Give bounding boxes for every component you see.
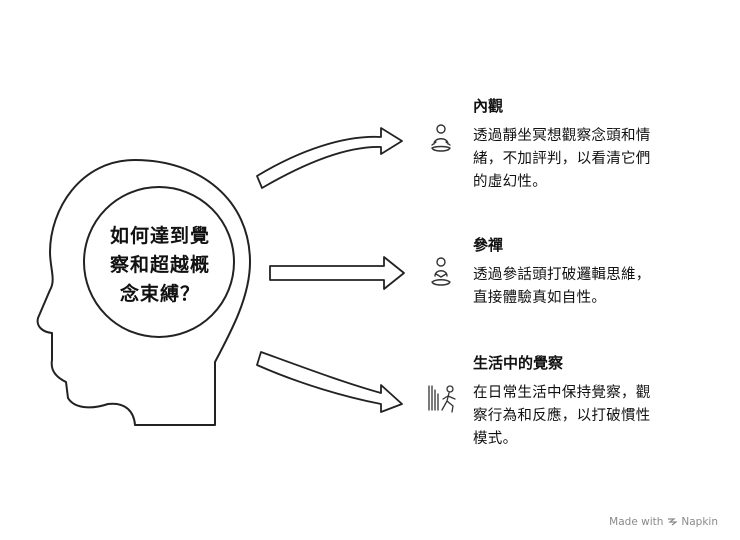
zen-sitting-icon xyxy=(431,257,451,286)
center-circle xyxy=(83,186,235,338)
watermark-prefix: Made with xyxy=(609,516,664,528)
item-daily-awareness-desc-line: 察行為和反應，以打破慣性 xyxy=(473,408,651,424)
arrow-to-chan xyxy=(269,256,405,290)
item-vipassana: 內觀 透過靜坐冥想觀察念頭和情 緒，不加評判，以看清它們 的虛幻性。 xyxy=(473,95,723,194)
item-chan: 參禪 透過參話頭打破邏輯思維， 直接體驗真如自性。 xyxy=(473,234,723,310)
item-vipassana-desc: 透過靜坐冥想觀察念頭和情 緒，不加評判，以看清它們 的虛幻性。 xyxy=(473,125,723,194)
watermark-brand: Napkin xyxy=(681,516,718,528)
item-vipassana-desc-line: 的虛幻性。 xyxy=(473,174,547,190)
napkin-logo-icon xyxy=(668,518,678,526)
item-vipassana-desc-line: 透過靜坐冥想觀察念頭和情 xyxy=(473,128,651,144)
walking-person-icon xyxy=(428,385,456,413)
central-question: 如何達到覺 察和超越概 念束縛？ xyxy=(85,222,235,309)
arrow-to-vipassana xyxy=(256,127,403,189)
meditation-icon xyxy=(431,124,451,152)
item-daily-awareness-desc-line: 在日常生活中保持覺察，觀 xyxy=(473,385,651,401)
item-daily-awareness-desc: 在日常生活中保持覺察，觀 察行為和反應，以打破慣性 模式。 xyxy=(473,382,723,451)
item-daily-awareness: 生活中的覺察 在日常生活中保持覺察，觀 察行為和反應，以打破慣性 模式。 xyxy=(473,352,723,451)
item-chan-desc: 透過參話頭打破邏輯思維， 直接體驗真如自性。 xyxy=(473,264,723,310)
item-chan-desc-line: 透過參話頭打破邏輯思維， xyxy=(473,267,651,283)
item-vipassana-desc-line: 緒，不加評判，以看清它們 xyxy=(473,151,651,167)
arrow-to-daily-awareness xyxy=(256,351,403,413)
item-chan-title: 參禪 xyxy=(473,236,504,254)
item-vipassana-title: 內觀 xyxy=(473,97,504,115)
central-question-line-2: 察和超越概 xyxy=(109,254,210,276)
item-daily-awareness-desc-line: 模式。 xyxy=(473,431,518,447)
item-daily-awareness-title: 生活中的覺察 xyxy=(473,354,564,372)
central-question-line-3: 念束縛？ xyxy=(119,283,200,305)
napkin-watermark: Made with Napkin xyxy=(609,516,718,528)
central-question-line-1: 如何達到覺 xyxy=(109,225,210,247)
item-chan-desc-line: 直接體驗真如自性。 xyxy=(473,290,607,306)
